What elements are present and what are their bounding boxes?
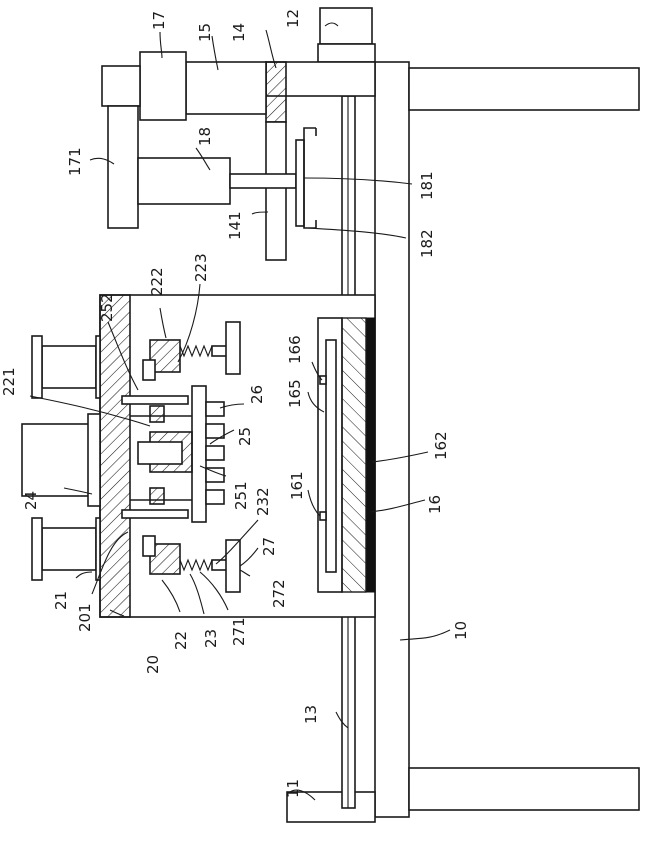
hatch-small-top <box>150 406 164 422</box>
pad-166 <box>320 376 326 384</box>
frame-10 <box>375 62 639 817</box>
label-162: 162 <box>432 431 450 460</box>
label-24: 24 <box>22 491 40 510</box>
label-223: 223 <box>192 253 210 282</box>
label-171: 171 <box>66 147 84 176</box>
label-166: 166 <box>286 335 304 364</box>
cylinder-21-top <box>32 336 100 398</box>
label-232: 232 <box>254 487 272 516</box>
label-271: 271 <box>230 617 248 646</box>
label-23: 23 <box>202 629 220 648</box>
block-24-flange <box>88 414 100 506</box>
label-165: 165 <box>286 379 304 408</box>
label-12: 12 <box>284 9 302 28</box>
core-251 <box>138 442 182 464</box>
label-222: 222 <box>148 267 166 296</box>
label-11: 11 <box>284 779 302 798</box>
fin-26-c <box>206 446 224 460</box>
fin-26-e <box>206 490 224 504</box>
fin-26-b <box>206 424 224 438</box>
cylinder-17-cap <box>102 66 140 106</box>
label-141: 141 <box>226 211 244 240</box>
cylinder-21-bottom <box>32 518 100 580</box>
label-251: 251 <box>232 481 250 510</box>
guide-rod-top <box>122 396 188 404</box>
rod-18-body <box>138 158 230 204</box>
label-14: 14 <box>230 23 248 42</box>
cylinder-17 <box>140 52 186 120</box>
stud-27-top-head <box>226 322 240 374</box>
label-25: 25 <box>236 427 254 446</box>
label-20: 20 <box>144 655 162 674</box>
belt-162 <box>366 318 375 592</box>
clamp-181 <box>296 140 304 226</box>
plate-26 <box>192 386 206 522</box>
motor-12-base <box>318 44 375 62</box>
board-141 <box>266 122 286 260</box>
label-16: 16 <box>426 495 444 514</box>
guide-rod-bottom <box>122 510 188 518</box>
label-252: 252 <box>98 293 116 322</box>
label-161: 161 <box>288 471 306 500</box>
rod-18-shaft <box>230 174 296 188</box>
label-17: 17 <box>150 11 168 30</box>
arm-15 <box>186 62 266 114</box>
label-221: 221 <box>0 367 18 396</box>
label-26: 26 <box>248 385 266 404</box>
label-181: 181 <box>418 171 436 200</box>
wall-201 <box>100 295 130 617</box>
plate-161 <box>326 340 336 572</box>
slider-16 <box>342 318 366 592</box>
pad-161 <box>320 512 326 520</box>
motor-12 <box>320 8 372 44</box>
label-272: 272 <box>270 579 288 608</box>
label-27: 27 <box>260 537 278 556</box>
bracket-171 <box>108 106 138 228</box>
hatch-small-bottom <box>150 488 164 504</box>
block-14 <box>266 62 286 122</box>
label-201: 201 <box>76 603 94 632</box>
label-18: 18 <box>196 127 214 146</box>
label-21: 21 <box>52 591 70 610</box>
label-10: 10 <box>452 621 470 640</box>
label-22: 22 <box>172 631 190 650</box>
label-13: 13 <box>302 705 320 724</box>
label-182: 182 <box>418 229 436 258</box>
label-15: 15 <box>196 23 214 42</box>
fin-26-a <box>206 402 224 416</box>
